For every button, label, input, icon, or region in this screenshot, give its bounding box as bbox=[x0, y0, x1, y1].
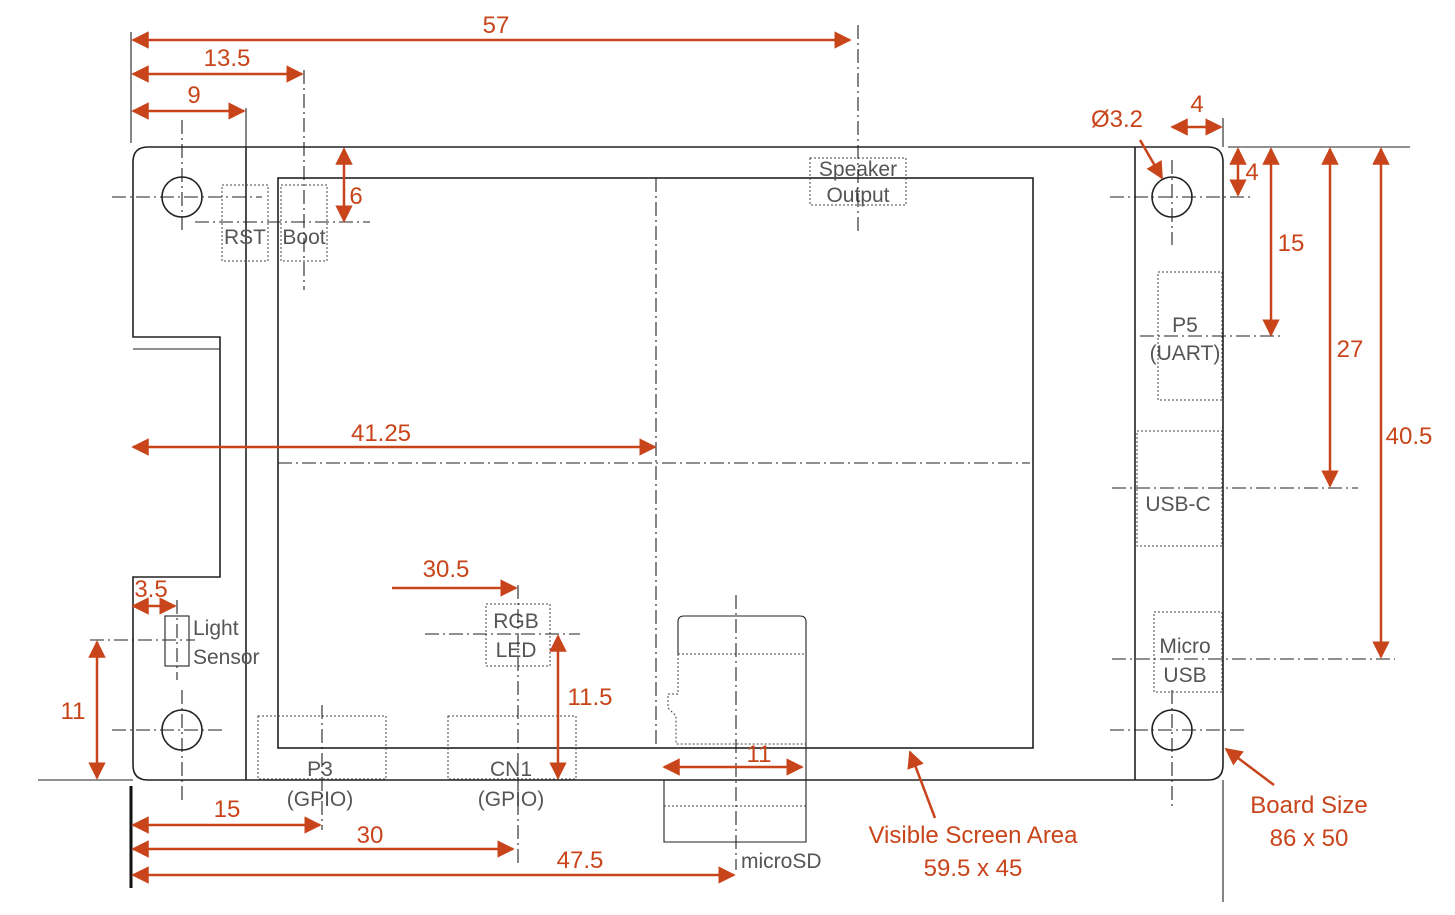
dim-4-vertical: 4 bbox=[1245, 159, 1258, 186]
dim-11-5: 11.5 bbox=[568, 684, 613, 711]
light-label-1: Light bbox=[193, 617, 239, 640]
board-outline bbox=[132, 146, 1224, 781]
dim-40-5: 40.5 bbox=[1386, 423, 1433, 450]
speaker-output: Speaker Output bbox=[809, 25, 907, 232]
dim-4-horizontal: 4 bbox=[1190, 91, 1203, 118]
light-label-2: Sensor bbox=[193, 646, 260, 669]
dim-11-left: 11 bbox=[61, 698, 86, 725]
p5-uart-connector: P5 (UART) bbox=[1140, 271, 1280, 401]
usbc-label: USB-C bbox=[1145, 493, 1210, 516]
visible-screen-area bbox=[277, 177, 1034, 749]
dim-6: 6 bbox=[349, 183, 362, 210]
rgb-label-2: LED bbox=[496, 639, 537, 662]
dim-hole-diameter: Ø3.2 bbox=[1091, 106, 1143, 133]
screen-callout-1: Visible Screen Area bbox=[868, 822, 1078, 849]
dim-15-right: 15 bbox=[1278, 230, 1305, 257]
mounting-hole-bottom-right bbox=[1110, 690, 1245, 810]
p3-label-1: P3 bbox=[307, 758, 333, 781]
dim-11-sd: 11 bbox=[747, 741, 772, 768]
rst-button: RST bbox=[221, 184, 269, 262]
p5-label-1: P5 bbox=[1172, 314, 1198, 337]
board-callout-2: 86 x 50 bbox=[1270, 825, 1349, 852]
mounting-hole-top-left bbox=[112, 120, 262, 232]
mounting-hole-top-right bbox=[1110, 160, 1250, 245]
micro-label-1: Micro bbox=[1159, 635, 1210, 658]
extension-lines bbox=[38, 32, 1410, 902]
cn1-label-1: CN1 bbox=[490, 758, 532, 781]
cn1-gpio-header: CN1 (GPIO) bbox=[447, 715, 577, 811]
rst-label: RST bbox=[224, 226, 266, 249]
microsd-slot: microSD bbox=[663, 595, 822, 873]
p3-label-2: (GPIO) bbox=[287, 788, 354, 811]
cn1-label-2: (GPIO) bbox=[478, 788, 545, 811]
dim-41-25: 41.25 bbox=[351, 420, 411, 447]
mounting-hole-bottom-left bbox=[112, 690, 222, 800]
dim-3-5: 3.5 bbox=[134, 576, 167, 603]
callouts: Visible Screen Area 59.5 x 45 Board Size… bbox=[868, 792, 1367, 882]
dimension-texts: 57 13.5 9 6 41.25 30.5 11.5 3.5 11 11 15… bbox=[61, 12, 1433, 874]
rgb-label-1: RGB bbox=[493, 610, 539, 633]
dim-57: 57 bbox=[483, 12, 510, 39]
screen-callout-2: 59.5 x 45 bbox=[924, 855, 1023, 882]
dim-27: 27 bbox=[1337, 336, 1364, 363]
microsd-label: microSD bbox=[741, 850, 822, 873]
p3-gpio-header: P3 (GPIO) bbox=[257, 705, 387, 830]
usb-c-connector: USB-C bbox=[1112, 430, 1358, 547]
p5-label-2: (UART) bbox=[1150, 342, 1221, 365]
micro-usb-connector: Micro USB bbox=[1112, 611, 1395, 693]
dim-15-bottom: 15 bbox=[214, 796, 241, 823]
boot-label: Boot bbox=[282, 226, 325, 249]
dim-30-5: 30.5 bbox=[423, 556, 470, 583]
dim-47-5: 47.5 bbox=[557, 847, 604, 874]
board-callout-1: Board Size bbox=[1250, 792, 1367, 819]
dimension-arrows bbox=[88, 31, 1390, 884]
dim-30-bottom: 30 bbox=[357, 822, 384, 849]
light-sensor: Light Sensor bbox=[90, 600, 260, 680]
dim-13-5: 13.5 bbox=[204, 45, 251, 72]
rgb-led: RGB LED bbox=[425, 585, 580, 865]
dim-9: 9 bbox=[187, 82, 200, 109]
micro-label-2: USB bbox=[1163, 664, 1206, 687]
